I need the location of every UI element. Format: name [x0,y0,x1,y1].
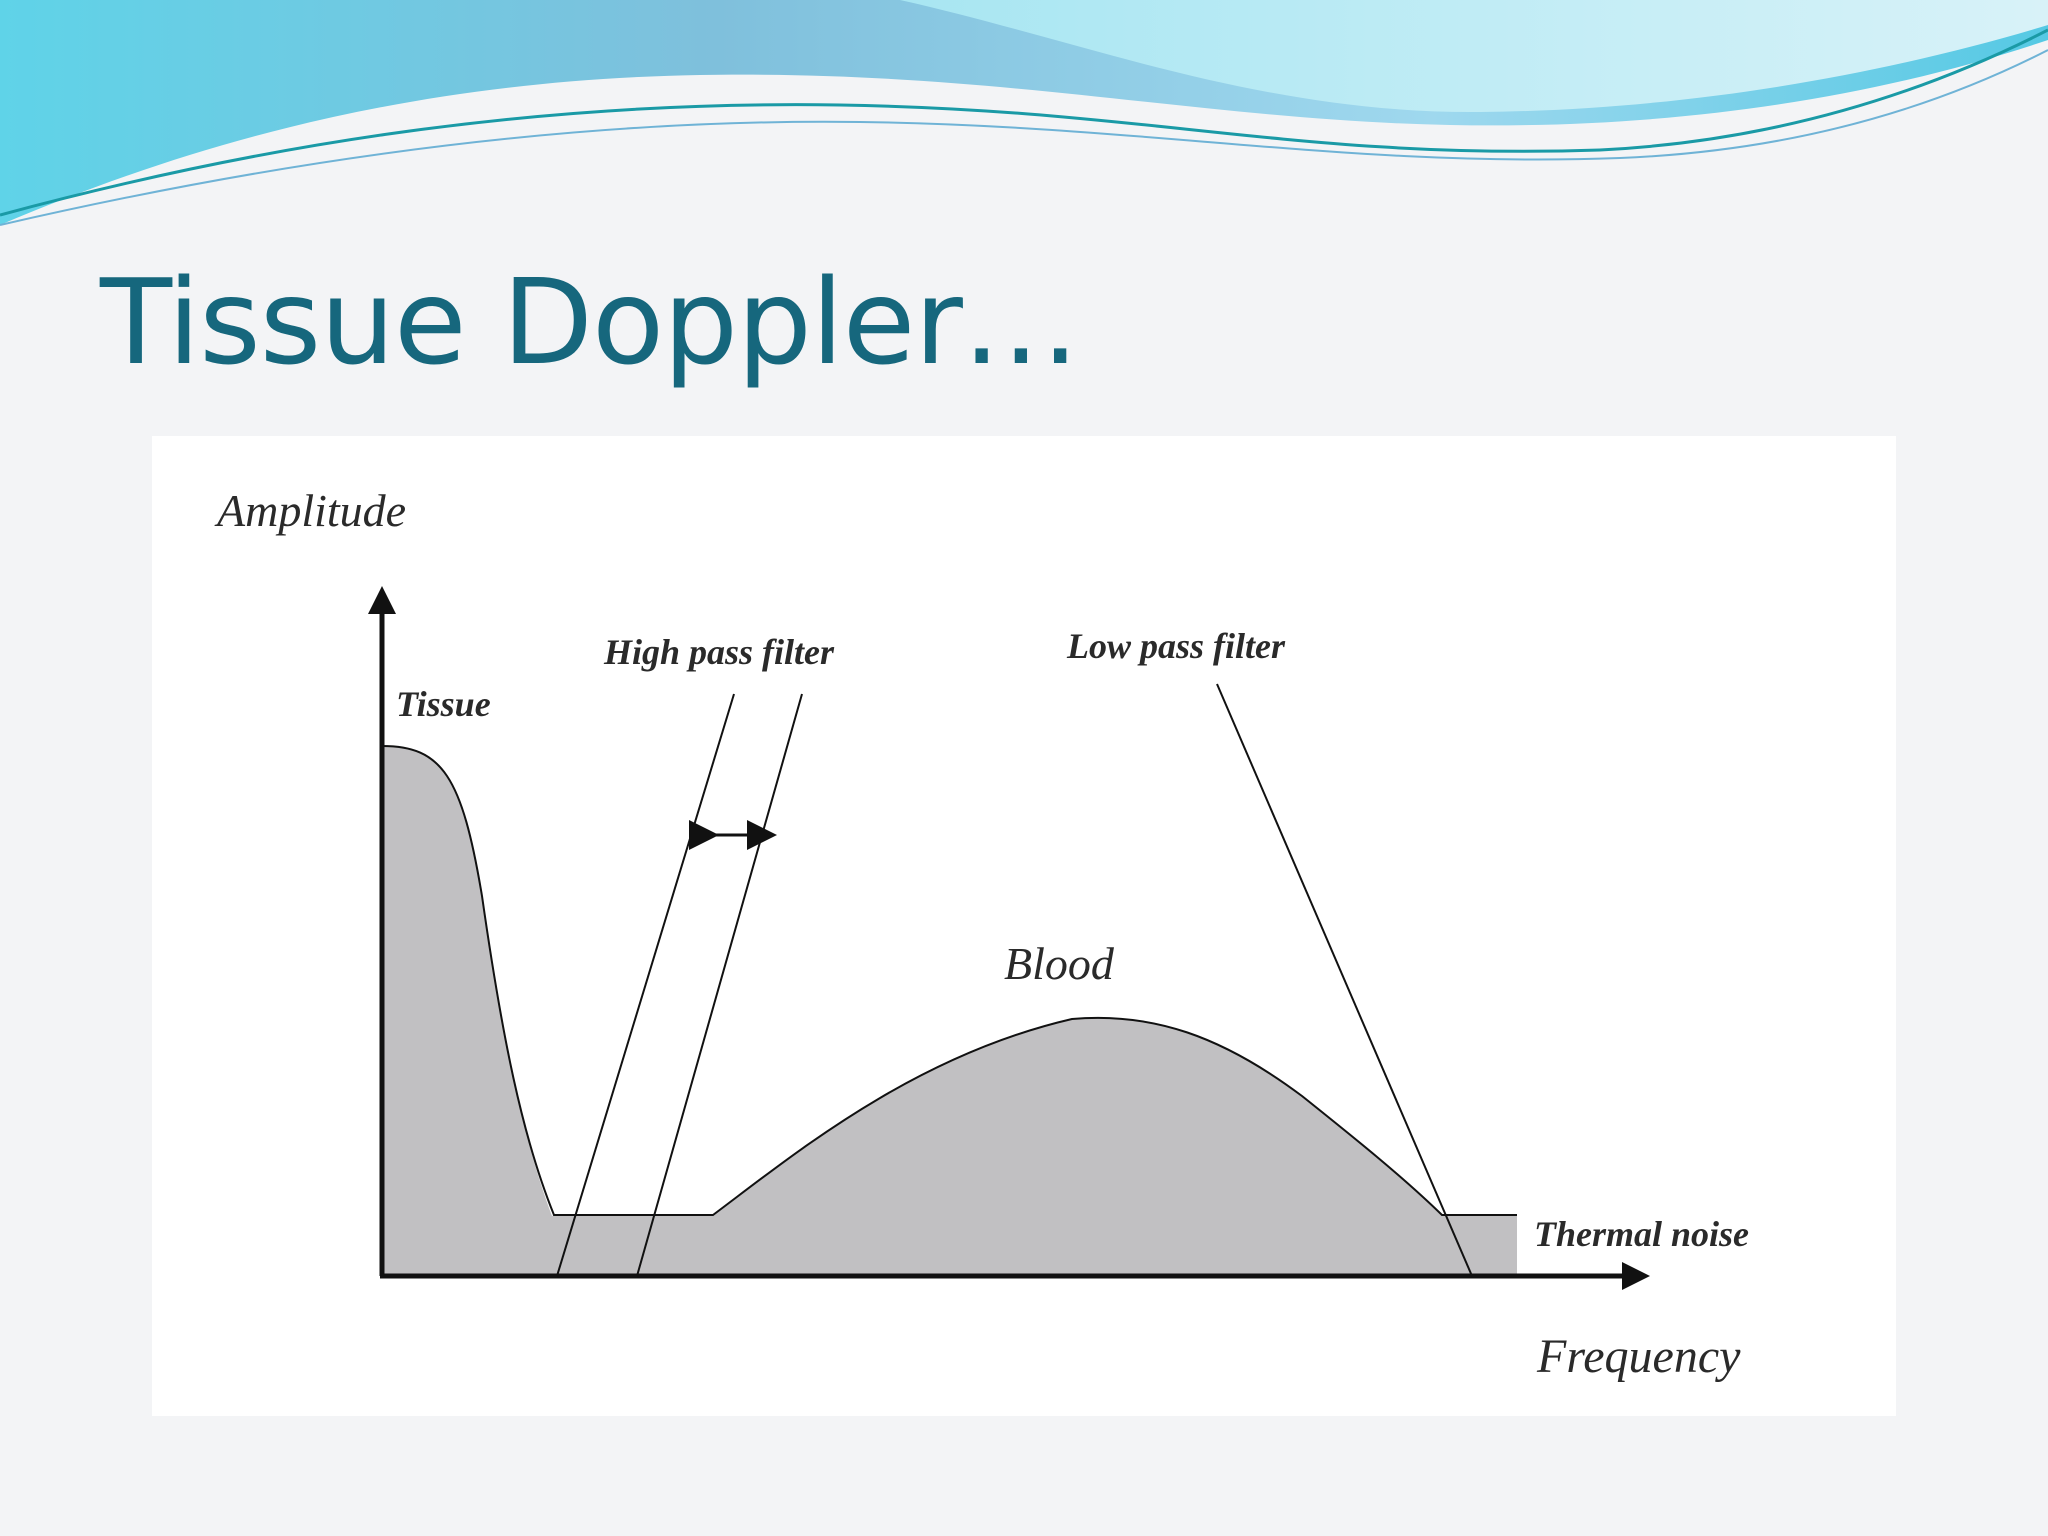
high-pass-filter-line-1 [556,693,735,1277]
spectrum-fill [382,746,1517,1274]
slide-title: Tissue Doppler… [100,253,1080,391]
thermal-noise-label: Thermal noise [1534,1214,1749,1254]
y-axis-label: Amplitude [214,485,406,536]
y-axis-arrowhead [368,586,396,614]
figure-panel: Amplitude Frequency Tissue High pass fil… [152,436,1896,1416]
spectrum-outline [381,745,1517,1216]
header-wave-decoration [0,0,2048,226]
blood-label: Blood [1004,938,1115,989]
high-pass-filter-label: High pass filter [603,632,835,672]
x-axis-label: Frequency [1536,1330,1741,1383]
tissue-label: Tissue [396,684,491,724]
high-pass-filter-line-2 [636,693,803,1277]
x-axis-arrowhead [1622,1262,1650,1290]
doppler-spectrum-diagram: Amplitude Frequency Tissue High pass fil… [214,485,1749,1383]
low-pass-filter-line [1216,683,1473,1277]
low-pass-filter-label: Low pass filter [1066,626,1286,666]
